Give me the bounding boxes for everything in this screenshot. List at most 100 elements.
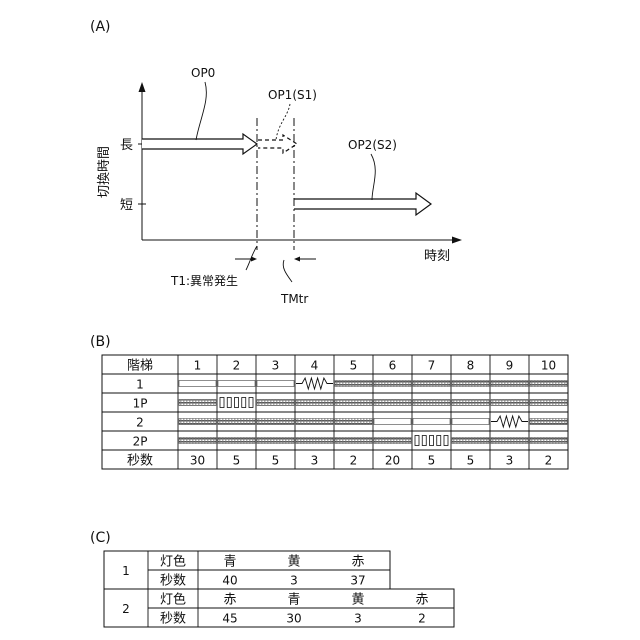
- signal-cell-dark: [218, 419, 255, 425]
- op0-label: OP0: [191, 66, 215, 80]
- step-number: 4: [311, 359, 319, 373]
- signal-cell-blink: [437, 436, 441, 446]
- op1-label: OP1(S1): [268, 88, 317, 102]
- signal-cell-blink: [430, 436, 434, 446]
- step-number: 6: [389, 359, 397, 373]
- seconds-value: 3: [506, 454, 514, 468]
- seconds-value: 20: [385, 454, 400, 468]
- seconds-value: 2: [350, 454, 358, 468]
- seconds-label: 秒数: [160, 612, 186, 627]
- signal-cell-dark: [452, 381, 489, 387]
- step-number: 1: [194, 359, 202, 373]
- seconds-value: 40: [222, 574, 237, 588]
- y-axis-arrow: [139, 82, 146, 92]
- signal-cell-dark: [179, 400, 216, 406]
- seconds-value: 5: [428, 454, 436, 468]
- signal-cell-blink: [242, 398, 246, 408]
- seconds-value: 30: [286, 612, 301, 626]
- signal-cell-change: [491, 416, 528, 427]
- signal-cell-dark: [491, 381, 528, 387]
- panel-c: (C) 1灯色秒数青黄赤403372灯色秒数赤青黄赤453032: [90, 530, 454, 627]
- signal-group-id: 2: [122, 602, 130, 616]
- light-color-value: 赤: [351, 555, 364, 570]
- signal-cell-dark: [491, 400, 528, 406]
- signal-cell-blink: [220, 398, 224, 408]
- signal-cell-dark: [335, 400, 372, 406]
- t1-label: T1:異常発生: [170, 274, 238, 288]
- signal-cell-dark: [335, 419, 372, 425]
- seconds-value: 3: [290, 574, 298, 588]
- signal-cell-change: [296, 378, 333, 389]
- seconds-value: 5: [467, 454, 475, 468]
- seconds-value: 2: [545, 454, 553, 468]
- signal-cell-light: [257, 381, 294, 387]
- seconds-value: 5: [272, 454, 280, 468]
- seconds-value: 2: [418, 612, 426, 626]
- step-number: 3: [272, 359, 280, 373]
- step-number: 2: [233, 359, 241, 373]
- tick-label-short: 短: [120, 198, 133, 213]
- signal-cell-dark: [335, 438, 372, 444]
- signal-cell-light: [452, 419, 489, 425]
- signal-group-id: 1: [122, 564, 130, 578]
- signal-cell-dark: [413, 381, 450, 387]
- signal-cell-dark: [530, 438, 567, 444]
- signal-cell-dark: [257, 438, 294, 444]
- signal-row-label: 2: [136, 416, 144, 430]
- signal-cell-dark: [257, 400, 294, 406]
- panel-a: (A) 切換時間 時刻 長 短 OP0 OP1(S1) OP2(S2): [90, 19, 462, 306]
- op0-leader: [196, 82, 206, 140]
- signal-cell-dark: [218, 438, 255, 444]
- signal-cell-dark: [374, 438, 411, 444]
- signal-cell-dark: [374, 381, 411, 387]
- step-number: 8: [467, 359, 475, 373]
- signal-cell-dark: [452, 438, 489, 444]
- signal-cell-light: [374, 419, 411, 425]
- step-number: 7: [428, 359, 436, 373]
- seconds-label: 秒数: [160, 574, 186, 589]
- signal-cell-dark: [491, 438, 528, 444]
- signal-cell-dark: [413, 400, 450, 406]
- signal-cell-dark: [296, 438, 333, 444]
- signal-cell-dark: [530, 400, 567, 406]
- seconds-value: 3: [311, 454, 319, 468]
- step-number: 10: [541, 359, 556, 373]
- tmtr-leader: [283, 260, 292, 282]
- step-header: 階梯: [127, 359, 153, 374]
- panel-b: (B) 階梯1234567891011P22P秒数305532205532: [90, 334, 568, 469]
- seconds-value: 5: [233, 454, 241, 468]
- light-color-value: 青: [287, 593, 300, 608]
- op0-arrow: [142, 134, 257, 154]
- signal-cell-blink: [227, 398, 231, 408]
- step-number: 9: [506, 359, 514, 373]
- seconds-value: 37: [350, 574, 365, 588]
- signal-row-label: 2P: [133, 435, 148, 449]
- signal-table: 1灯色秒数青黄赤403372灯色秒数赤青黄赤453032: [104, 551, 454, 627]
- signal-cell-dark: [296, 419, 333, 425]
- signal-cell-light: [179, 381, 216, 387]
- signal-cell-light: [218, 381, 255, 387]
- step-number: 5: [350, 359, 358, 373]
- t1-leader: [246, 246, 257, 270]
- signal-cell-dark: [374, 400, 411, 406]
- seconds-value: 30: [190, 454, 205, 468]
- tick-label-long: 長: [120, 138, 133, 153]
- x-axis-arrow: [452, 237, 462, 244]
- light-color-label: 灯色: [160, 592, 186, 608]
- panel-c-label: (C): [90, 530, 111, 546]
- signal-cell-blink: [249, 398, 253, 408]
- y-axis-title: 切換時間: [97, 146, 112, 198]
- seconds-value: 3: [354, 612, 362, 626]
- op2-arrow: [294, 193, 431, 215]
- seconds-value: 45: [222, 612, 237, 626]
- step-table: 階梯1234567891011P22P秒数305532205532: [102, 355, 568, 469]
- light-color-label: 灯色: [160, 554, 186, 570]
- panel-b-label: (B): [90, 334, 111, 350]
- signal-row-label: 1: [136, 378, 144, 392]
- signal-cell-blink: [444, 436, 448, 446]
- light-color-value: 赤: [223, 593, 236, 608]
- signal-cell-light: [413, 419, 450, 425]
- op2-leader: [371, 154, 375, 200]
- panel-a-label: (A): [90, 19, 111, 35]
